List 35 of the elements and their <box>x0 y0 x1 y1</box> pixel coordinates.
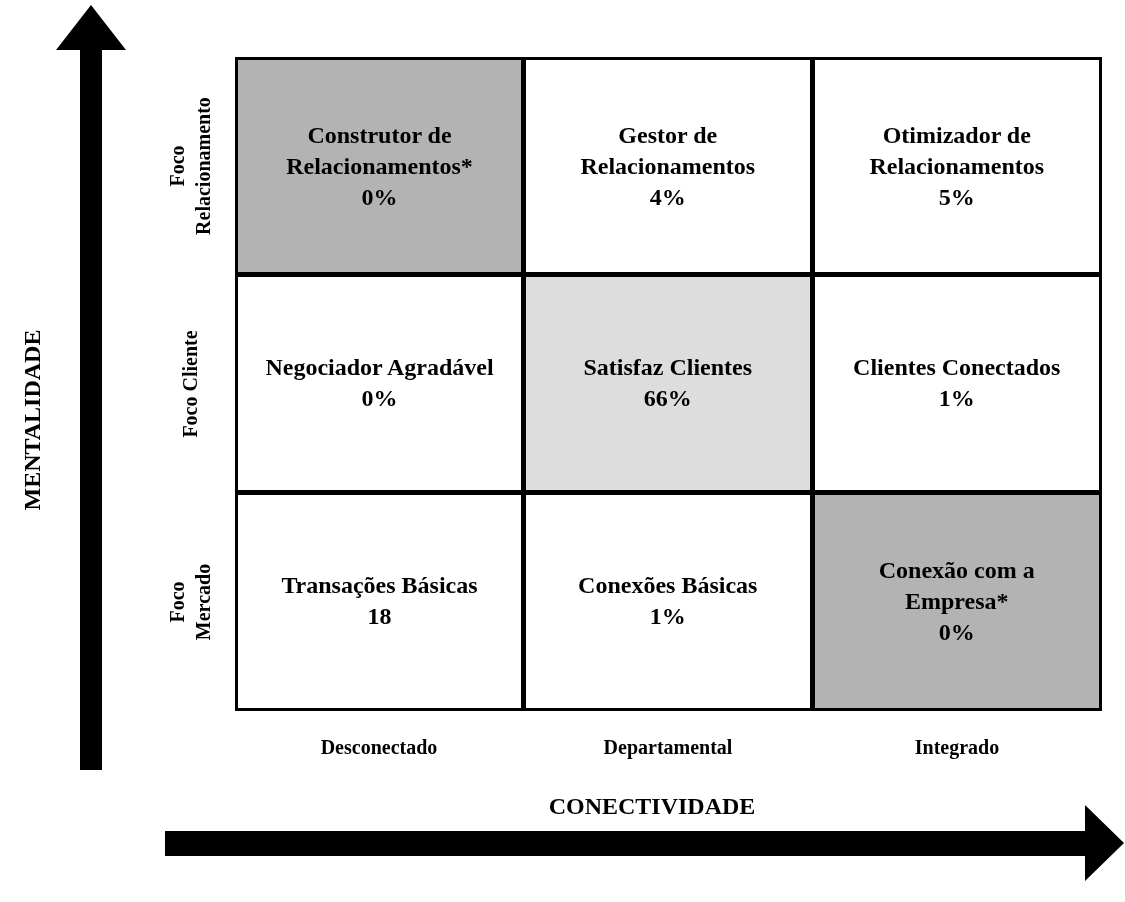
cell-value: 18 <box>367 602 392 632</box>
cell-title: Conexões Básicas <box>578 571 758 601</box>
cell-value: 1% <box>649 602 686 632</box>
matrix-cell <box>235 57 524 275</box>
row-label: Foco Relacionamento <box>165 96 215 237</box>
row-label: Foco Mercado <box>165 562 215 643</box>
column-label: Desconectado <box>320 735 438 759</box>
matrix-cell <box>235 273 524 493</box>
axis-title: MENTALIDADE <box>19 329 45 511</box>
cell-value: 4% <box>649 182 686 212</box>
row-label: Foco Cliente <box>178 329 202 440</box>
column-label: Departamental <box>603 735 733 759</box>
column-label: Integrado <box>914 735 1000 759</box>
matrix-cell <box>522 273 813 493</box>
cell-title: Gestor de Relacionamentos <box>579 120 757 181</box>
cell-title: Transações Básicas <box>281 571 478 601</box>
matrix-cell <box>811 273 1102 493</box>
cell-title: Negociador Agradável <box>265 353 494 383</box>
matrix-cell <box>811 57 1102 275</box>
matrix-cell <box>522 57 813 275</box>
cell-title: Conexão com a Empresa* <box>877 555 1036 616</box>
matrix-cell <box>522 491 813 711</box>
matrix-cell <box>811 491 1102 711</box>
cell-value: 0% <box>361 182 398 212</box>
cell-title: Clientes Conectados <box>853 353 1061 383</box>
cell-value: 66% <box>643 384 692 414</box>
cell-value: 1% <box>938 384 975 414</box>
cell-title: Construtor de Relacionamentos* <box>285 120 474 181</box>
cell-value: 0% <box>361 384 398 414</box>
cell-title: Satisfaz Clientes <box>583 353 753 383</box>
matrix-cell <box>235 491 524 711</box>
cell-value: 5% <box>938 182 975 212</box>
cell-title: Otimizador de Relacionamentos <box>868 120 1046 181</box>
cell-value: 0% <box>938 617 975 647</box>
axis-title: CONECTIVIDADE <box>548 792 756 820</box>
